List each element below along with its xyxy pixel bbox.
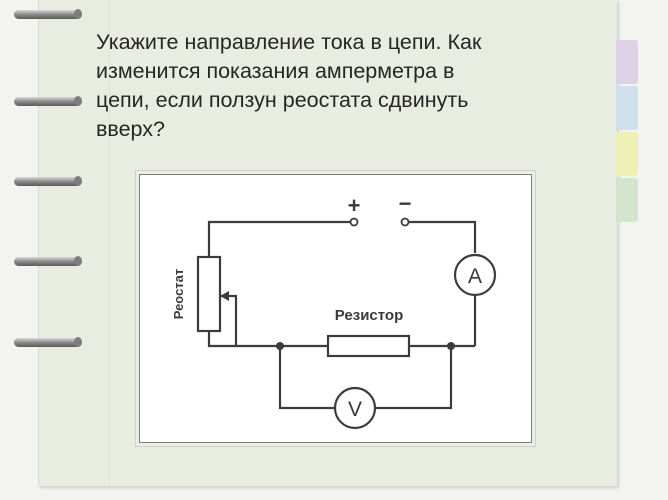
tab-blue[interactable]	[616, 86, 638, 130]
junction-dot	[447, 342, 455, 350]
junction-dot	[276, 342, 284, 350]
resistor-label: Резистор	[335, 307, 403, 324]
wire-bottom-left	[207, 331, 328, 348]
wires	[207, 220, 477, 410]
circuit-diagram-frame: + − Реостат Резистор A V	[139, 174, 532, 443]
binder-ring-icon	[14, 256, 82, 266]
binder-rings	[14, 9, 82, 347]
binder-ring-icon	[14, 96, 82, 106]
wire-voltmeter-right	[375, 346, 453, 410]
wire-top-left	[207, 220, 354, 257]
slider-arrow-icon[interactable]	[220, 291, 229, 301]
plus-label: +	[348, 193, 361, 218]
ammeter-icon	[453, 253, 497, 297]
circuit-diagram: + − Реостат Резистор A V	[171, 191, 497, 430]
binder-ring-icon	[14, 337, 82, 347]
voltmeter-icon	[333, 386, 377, 430]
terminal-icon	[400, 217, 410, 227]
rheostat-label: Реостат	[171, 269, 186, 320]
tab-yellow[interactable]	[616, 132, 638, 176]
voltmeter-label: V	[348, 398, 362, 421]
binder-ring-icon	[14, 176, 82, 186]
tab-purple[interactable]	[616, 40, 638, 84]
wire-top-right	[405, 220, 477, 253]
rheostat-icon	[196, 255, 222, 333]
minus-label: −	[399, 191, 412, 216]
binder-ring-icon	[14, 9, 82, 19]
page-tabs	[616, 40, 640, 224]
page-margin-line	[109, 0, 110, 486]
wire-voltmeter-left	[278, 346, 335, 410]
terminal-icon	[349, 217, 359, 227]
wire-slider	[220, 294, 238, 346]
resistor-icon	[326, 334, 411, 358]
ammeter-label: A	[468, 265, 482, 288]
tab-green[interactable]	[616, 178, 638, 222]
question-text: Укажите направление тока в цепи. Как изм…	[96, 30, 482, 141]
